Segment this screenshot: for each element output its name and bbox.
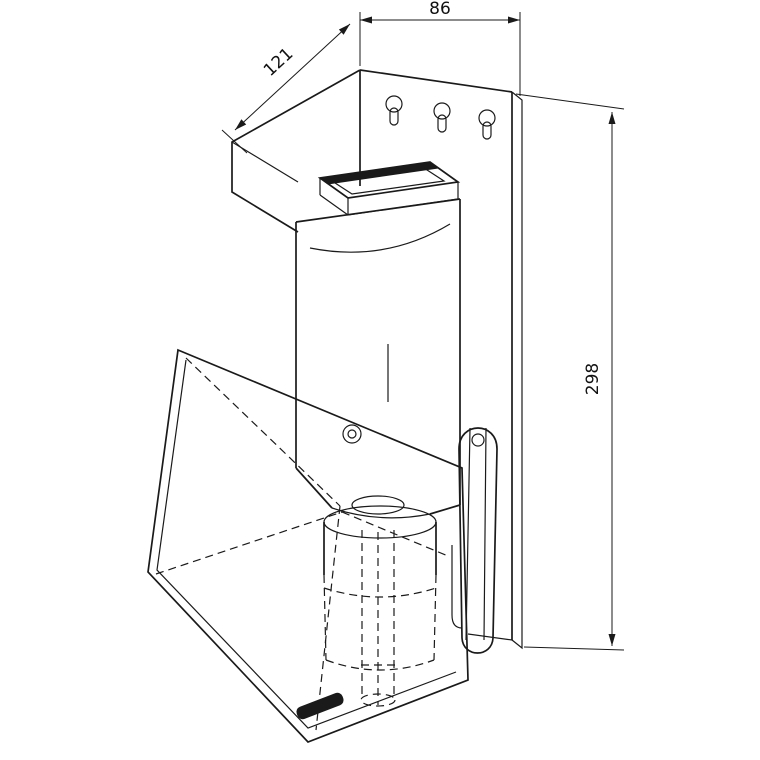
depth-arrow-bottom <box>235 119 247 130</box>
pump-bell-sides <box>323 522 437 575</box>
pump-bell-hidden-bottom <box>325 659 435 671</box>
lid-bottom-edges <box>319 194 459 216</box>
hood-hidden-edge-1 <box>185 357 341 507</box>
width-arrow-right <box>508 16 520 24</box>
latch-hook <box>451 545 463 629</box>
depth-label: 121 <box>260 44 297 81</box>
width-label: 86 <box>429 0 451 19</box>
height-arrow-bottom <box>608 634 616 646</box>
depth-arrow-top <box>338 24 350 35</box>
pump-collar <box>351 495 405 515</box>
hood-hidden-edge-2 <box>155 511 343 575</box>
housing-top-edge <box>231 69 361 233</box>
lid-corner-edges <box>319 178 459 215</box>
keyhole-slot <box>385 95 403 126</box>
dimension-width: 86 <box>359 0 521 96</box>
latch-pin <box>471 433 485 447</box>
height-arrow-top <box>608 112 616 124</box>
keyhole-slot <box>433 102 451 133</box>
plate-top-edge <box>359 69 513 93</box>
latch-lever <box>451 427 498 654</box>
lid-inner-top <box>330 167 446 195</box>
tank-lid <box>317 161 461 216</box>
nozzle-hidden-tip <box>360 693 396 707</box>
tank-shoulder-curve <box>309 223 451 253</box>
open-hood-cover <box>147 348 469 743</box>
tank-bottom-right <box>429 504 461 515</box>
keyhole-mounting-slots <box>385 95 496 140</box>
nozzle-hidden-lines <box>361 530 395 705</box>
dispense-sight-slot <box>296 692 344 720</box>
height-label: 298 <box>583 363 603 395</box>
soap-tank <box>295 198 461 519</box>
pump-bell-hidden-sides <box>323 574 437 661</box>
keyhole-slot <box>478 109 496 140</box>
latch-inner-lines <box>465 427 487 641</box>
housing-top-left-wall <box>231 69 361 233</box>
hood-outer-outline <box>147 348 469 743</box>
pivot-screw <box>342 424 362 444</box>
width-arrow-left <box>360 16 372 24</box>
hood-hidden-edge-3 <box>315 505 341 731</box>
depth-dimension-line <box>234 23 351 131</box>
pump-assembly <box>323 495 437 707</box>
back-mounting-plate <box>359 69 523 650</box>
tank-bottom-collar <box>331 507 431 519</box>
height-extension-lines <box>515 93 625 651</box>
dimension-height: 298 <box>515 93 625 651</box>
hood-shell-thickness <box>156 359 457 729</box>
plate-flange <box>467 91 523 650</box>
dimension-depth: 121 <box>221 23 351 154</box>
depth-extension-line <box>221 129 248 154</box>
pump-bell-top <box>323 505 437 539</box>
hood-hidden-edge-4 <box>341 511 449 557</box>
tank-bottom-left <box>295 467 333 509</box>
width-extension-lines <box>359 12 521 96</box>
pump-bell-hidden-mid <box>323 587 437 598</box>
